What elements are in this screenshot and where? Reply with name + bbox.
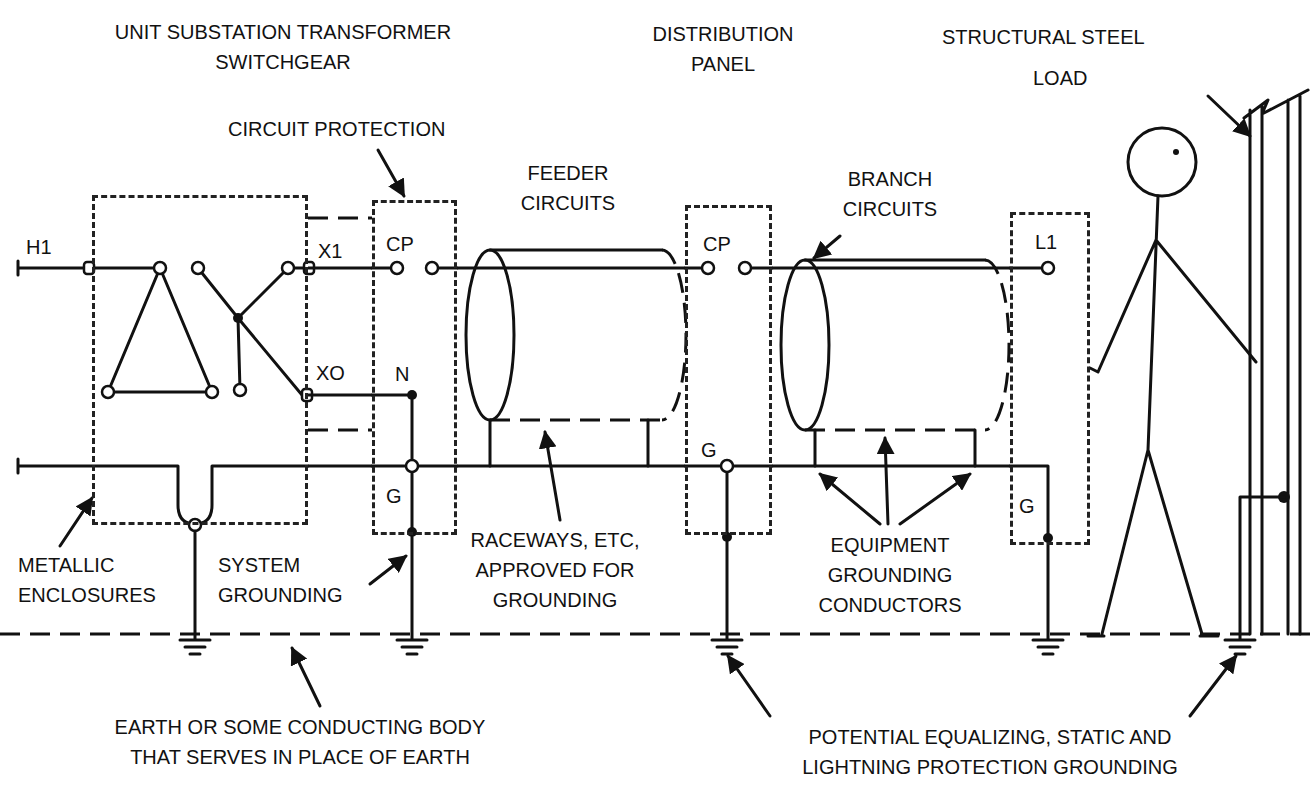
earth-line <box>0 633 1313 636</box>
ground-symbol <box>1225 497 1284 654</box>
callout-label: METALLIC ENCLOSURES <box>18 550 188 610</box>
breaker-contact <box>739 262 751 274</box>
heading-text: UNIT SUBSTATION TRANSFORMER SWITCHGEAR <box>113 17 453 77</box>
callout-label: STRUCTURAL STEEL <box>942 22 1145 52</box>
terminal <box>154 262 166 274</box>
neutral-point <box>233 313 243 323</box>
ground-symbol <box>180 531 210 654</box>
callout-label: FEEDER CIRCUITS <box>503 158 633 218</box>
heading-text: LOAD <box>1033 63 1087 93</box>
load-wire <box>1010 268 1048 533</box>
terminal <box>192 262 204 274</box>
ground-symbol <box>712 542 742 654</box>
device-label: CP <box>703 229 731 259</box>
raceway-bond <box>490 420 648 466</box>
ground-symbol <box>397 537 427 654</box>
terminal-label: X1 <box>318 236 342 266</box>
raceway-body <box>805 259 985 262</box>
wire-connector <box>457 267 685 270</box>
device-label: CP <box>386 229 414 259</box>
leader-arrow <box>820 474 880 524</box>
wire-connector <box>308 394 372 397</box>
breaker-contact <box>426 262 438 274</box>
callout-label: CIRCUIT PROTECTION <box>228 114 445 144</box>
load-box: LOADL1G <box>1010 212 1090 545</box>
terminal <box>234 384 246 396</box>
enclosure-ground-conductor <box>18 459 308 524</box>
ground-symbol <box>1033 543 1063 654</box>
callout-label: BRANCH CIRCUITS <box>825 164 955 224</box>
leader-arrow <box>814 236 840 258</box>
raceway-body <box>805 260 1009 430</box>
wye-winding <box>198 268 304 395</box>
raceway-bond <box>815 430 975 466</box>
person-figure <box>1088 196 1256 636</box>
person-head <box>1128 128 1196 196</box>
raceway-end <box>466 250 514 420</box>
callout-label: RACEWAYS, ETC, APPROVED FOR GROUNDING <box>455 525 655 615</box>
distribution-panel-box: DISTRIBUTION PANELCPG <box>685 205 772 535</box>
terminal <box>189 519 201 531</box>
neutral-terminal <box>407 390 417 400</box>
leader-arrow <box>728 656 770 716</box>
terminal <box>282 262 294 274</box>
terminal-label: XO <box>316 358 345 388</box>
ground-terminal <box>406 460 418 472</box>
terminal <box>206 386 218 398</box>
delta-winding <box>108 268 212 392</box>
leader-arrow <box>900 474 970 524</box>
raceway-body <box>490 250 686 420</box>
raceway-body <box>490 249 662 252</box>
wire-connector <box>772 465 1010 468</box>
raceway-end <box>781 260 829 430</box>
neutral-bond-wire <box>372 395 457 527</box>
leader-arrow <box>885 438 888 524</box>
leader-arrow <box>545 432 560 520</box>
ground-terminal <box>721 460 733 472</box>
wire-connector <box>457 465 685 468</box>
enclosure-bond <box>308 218 372 430</box>
terminal-label: G <box>701 435 717 465</box>
terminal <box>102 386 114 398</box>
breaker-contact <box>391 262 403 274</box>
callout-label: POTENTIAL EQUALIZING, STATIC AND LIGHTNI… <box>770 722 1210 782</box>
circuit-protection-box: CP N G <box>372 200 457 535</box>
heading-text: DISTRIBUTION PANEL <box>623 19 823 79</box>
leader-arrow <box>370 556 406 584</box>
leader-arrow <box>1208 96 1250 136</box>
terminal-label: L1 <box>1035 227 1057 257</box>
breaker-contact <box>702 262 714 274</box>
callout-label: EQUIPMENT GROUNDING CONDUCTORS <box>800 530 980 620</box>
leader-arrow <box>378 150 404 196</box>
structural-steel <box>1244 90 1308 634</box>
callout-label: EARTH OR SOME CONDUCTING BODY THAT SERVE… <box>100 712 500 772</box>
terminal-label: N <box>395 359 409 389</box>
wire-connector <box>772 267 1010 270</box>
primary-wire <box>18 261 154 275</box>
terminal-label: H1 <box>26 232 52 262</box>
leader-arrow <box>60 498 92 546</box>
leader-arrow <box>292 648 320 706</box>
connector-layer <box>308 268 1010 466</box>
breaker-wire <box>372 267 457 270</box>
wire-connector <box>308 465 372 468</box>
load-terminal <box>1042 262 1054 274</box>
ground-bus-wire <box>685 466 772 532</box>
transformer-enclosure: UNIT SUBSTATION TRANSFORMER SWITCHGEAR <box>92 195 308 525</box>
leader-arrow <box>1190 656 1236 716</box>
callout-label: SYSTEM GROUNDING <box>218 550 378 610</box>
terminal-label: G <box>386 481 402 511</box>
person-eye <box>1173 149 1179 155</box>
terminal-label: G <box>1019 491 1035 521</box>
wire-connector <box>308 267 372 270</box>
breaker-wire <box>685 267 772 270</box>
